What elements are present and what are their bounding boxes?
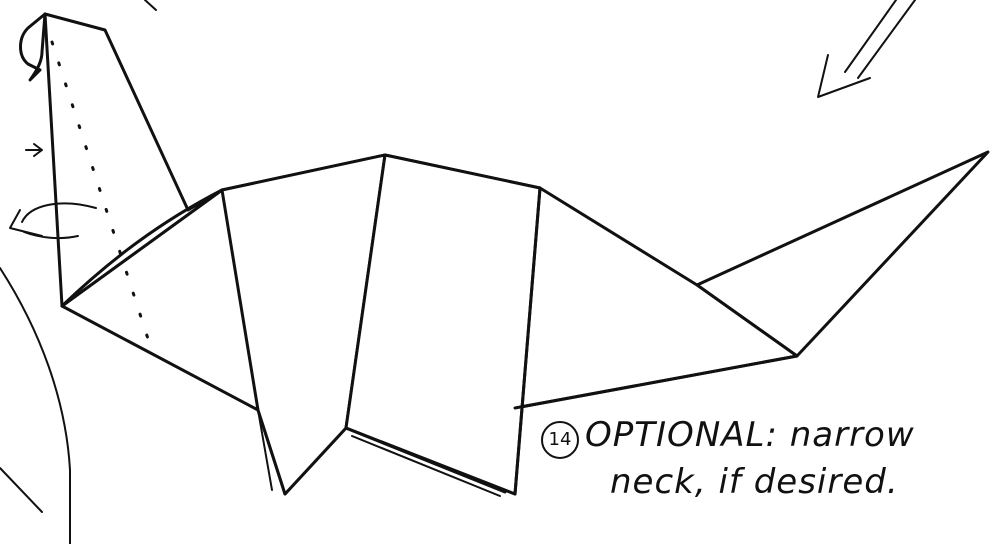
head-fold	[21, 14, 46, 80]
push-arrow-icon	[26, 144, 42, 156]
hollow-arrow-icon	[818, 0, 915, 97]
step-caption-line-2: neck, if desired.	[610, 462, 899, 502]
left-stroke	[0, 468, 42, 512]
top-stroke	[145, 0, 156, 10]
step-number-badge: 14	[541, 421, 579, 459]
left-guide-curve	[0, 268, 70, 544]
step-caption-line-1: OPTIONAL: narrow	[585, 415, 915, 455]
